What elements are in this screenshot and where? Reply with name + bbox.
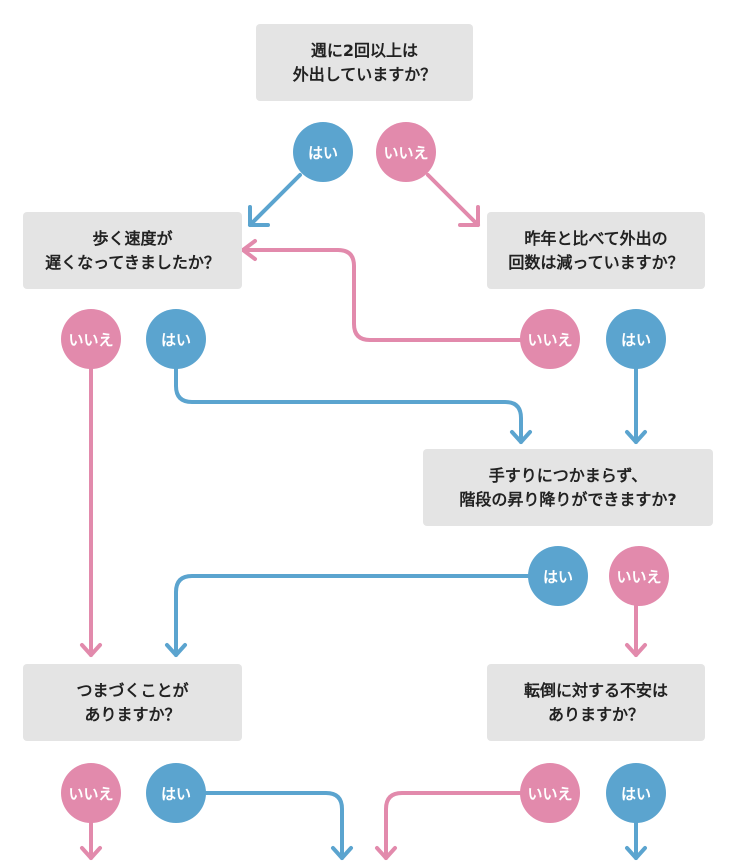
arrow-q5-yes-down <box>203 791 344 860</box>
question-line: 階段の昇り降りができますか? <box>459 489 677 509</box>
question-line: 手すりにつかまらず、 <box>488 466 648 486</box>
question-box-outing-decrease: 昨年と比べて外出の 回数は減っていますか？ <box>487 212 705 289</box>
arrowhead-q5-yes <box>331 846 353 860</box>
question-line: ありますか？ <box>547 704 644 724</box>
q5-yes-circle: はい <box>146 763 206 823</box>
question-line: 歩く速度が <box>92 229 173 249</box>
question-box-outing-frequency: 週に2回以上は 外出していますか？ <box>256 24 473 101</box>
arrowhead-q6-no <box>375 846 397 860</box>
arrowhead-q2-no <box>80 643 102 657</box>
question-box-stumbling: つまづくことが ありますか？ <box>23 664 242 741</box>
question-line: 転倒に対する不安は <box>523 681 668 701</box>
question-line: 回数は減っていますか？ <box>508 252 684 272</box>
yes-label: はい <box>620 784 651 803</box>
arrow-q3-no-to-q2 <box>241 248 524 342</box>
arrow-q4-yes-to-q5 <box>174 574 530 657</box>
q2-yes-circle: はい <box>146 309 206 369</box>
no-label: いいえ <box>68 330 114 349</box>
no-label: いいえ <box>527 330 573 349</box>
arrowhead-q4-no <box>625 643 647 657</box>
q5-no-circle: いいえ <box>61 763 121 823</box>
arrow-q2-yes-to-q4 <box>174 366 523 444</box>
arrow-q6-no-down <box>384 791 524 860</box>
q6-yes-circle: はい <box>606 763 666 823</box>
arrowhead-q3-no <box>241 239 257 261</box>
question-line: 週に2回以上は <box>310 41 419 61</box>
q4-no-circle: いいえ <box>609 546 669 606</box>
question-line: 遅くなってきましたか？ <box>45 252 220 272</box>
arrowhead-q3-yes <box>625 430 647 444</box>
q1-yes-circle: はい <box>293 122 353 182</box>
no-label: いいえ <box>383 143 429 162</box>
no-label: いいえ <box>68 784 114 803</box>
question-box-fall-anxiety: 転倒に対する不安は ありますか？ <box>487 664 705 741</box>
q2-no-circle: いいえ <box>61 309 121 369</box>
question-box-stairs-without-handrail: 手すりにつかまらず、 階段の昇り降りができますか? <box>423 449 713 526</box>
arrowhead-q5-no <box>80 846 102 860</box>
arrowhead-q6-yes <box>625 846 647 860</box>
arrow-q1-yes-to-q2 <box>248 173 302 227</box>
yes-label: はい <box>542 567 573 586</box>
yes-label: はい <box>307 143 338 162</box>
question-line: 外出していますか？ <box>292 64 437 84</box>
yes-label: はい <box>620 330 651 349</box>
question-line: つまづくことが <box>76 681 189 701</box>
q6-no-circle: いいえ <box>520 763 580 823</box>
no-label: いいえ <box>616 567 662 586</box>
arrowhead-q4-yes <box>165 643 187 657</box>
q4-yes-circle: はい <box>528 546 588 606</box>
yes-label: はい <box>160 784 191 803</box>
arrowhead-q1-no <box>458 205 480 227</box>
yes-label: はい <box>160 330 191 349</box>
question-line: 昨年と比べて外出の <box>524 229 668 249</box>
q3-yes-circle: はい <box>606 309 666 369</box>
q1-no-circle: いいえ <box>376 122 436 182</box>
arrowhead-q2-yes <box>510 430 532 444</box>
question-box-walking-speed: 歩く速度が 遅くなってきましたか？ <box>23 212 242 289</box>
q3-no-circle: いいえ <box>520 309 580 369</box>
arrowhead-q1-yes <box>248 205 270 227</box>
no-label: いいえ <box>527 784 573 803</box>
question-line: ありますか？ <box>84 704 181 724</box>
arrow-q1-no-to-q3 <box>426 173 480 227</box>
